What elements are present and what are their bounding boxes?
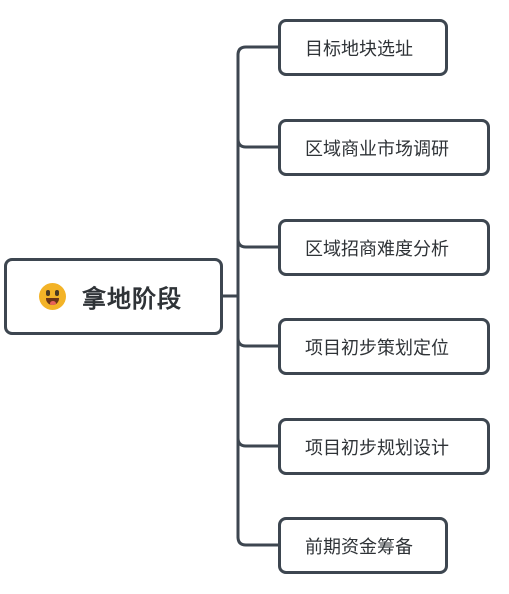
subtopic-label: 区域商业市场调研 bbox=[305, 138, 449, 160]
branch-2 bbox=[236, 137, 282, 149]
subtopic-node-leasing-difficulty[interactable]: 区域招商难度分析 bbox=[278, 219, 490, 276]
grinning-tongue-emoji-icon bbox=[39, 283, 66, 310]
subtopic-node-fund-preparation[interactable]: 前期资金筹备 bbox=[278, 517, 448, 574]
subtopic-node-preliminary-planning[interactable]: 项目初步规划设计 bbox=[278, 418, 490, 475]
branch-4 bbox=[236, 336, 282, 348]
subtopic-label: 目标地块选址 bbox=[305, 38, 413, 60]
subtopic-node-project-positioning[interactable]: 项目初步策划定位 bbox=[278, 318, 490, 375]
branch-6 bbox=[236, 535, 282, 547]
subtopic-label: 前期资金筹备 bbox=[305, 536, 413, 558]
branch-1 bbox=[236, 45, 282, 57]
root-topic-node[interactable]: 拿地阶段 bbox=[4, 258, 223, 335]
subtopic-label: 区域招商难度分析 bbox=[305, 238, 449, 260]
subtopic-label: 项目初步策划定位 bbox=[305, 337, 449, 359]
branch-3 bbox=[236, 237, 282, 249]
subtopic-node-site-selection[interactable]: 目标地块选址 bbox=[278, 19, 448, 76]
subtopic-label: 项目初步规划设计 bbox=[305, 437, 449, 459]
subtopic-node-market-research[interactable]: 区域商业市场调研 bbox=[278, 119, 490, 176]
root-topic-label: 拿地阶段 bbox=[82, 285, 182, 313]
branch-5 bbox=[236, 436, 282, 448]
